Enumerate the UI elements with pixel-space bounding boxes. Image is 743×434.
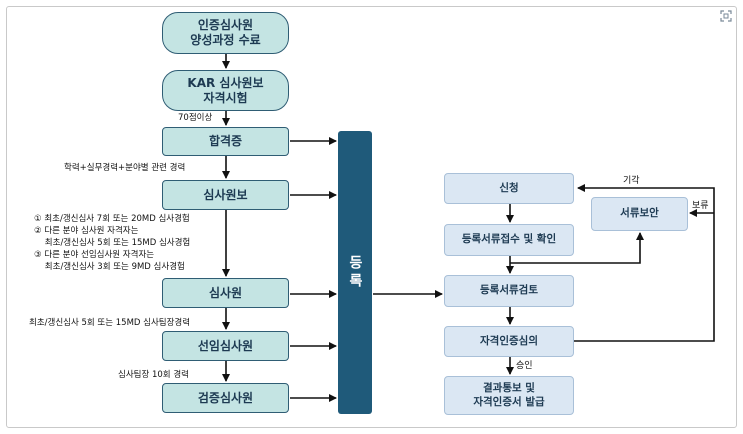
- step-verification-auditor: 검증심사원: [162, 383, 289, 413]
- step-associate-auditor: 심사원보: [162, 180, 289, 210]
- step-qualification-review: 자격인증심의: [444, 326, 574, 357]
- arrow-to-supplement: [510, 232, 644, 264]
- step-training-complete: 인증심사원 양성과정 수료: [162, 12, 289, 54]
- condition-lead: 최초/갱신심사 5회 또는 15MD 심사팀장경력: [29, 318, 191, 328]
- step-document-receipt: 등록서류접수 및 확인: [444, 224, 574, 256]
- condition-associate: 학력+실무경력+분야별 관련 경력: [64, 163, 186, 173]
- step-document-supplement: 서류보안: [591, 197, 688, 231]
- step-certificate: 합격증: [162, 127, 289, 156]
- condition-pass-score: 70점이상: [178, 113, 213, 123]
- step-result-issuance: 결과통보 및 자격인증서 발급: [444, 376, 574, 415]
- condition-verification: 심사팀장 10회 경력: [118, 370, 189, 380]
- arrow-reject: [574, 184, 715, 342]
- condition-auditor: ① 최초/갱신심사 7회 또는 20MD 심사경험 ② 다른 분야 심사원 자격…: [34, 214, 191, 272]
- expand-icon[interactable]: [718, 9, 734, 23]
- registration-bar: 등록: [338, 131, 372, 414]
- step-associate-exam: KAR 심사원보 자격시험: [162, 70, 289, 111]
- step-auditor: 심사원: [162, 278, 289, 308]
- step-apply: 신청: [444, 173, 574, 204]
- label-reject: 기각: [623, 176, 640, 186]
- label-hold: 보류: [692, 201, 709, 211]
- step-document-review: 등록서류검토: [444, 275, 574, 307]
- step-lead-auditor: 선임심사원: [162, 331, 289, 361]
- label-approve: 승인: [516, 361, 533, 371]
